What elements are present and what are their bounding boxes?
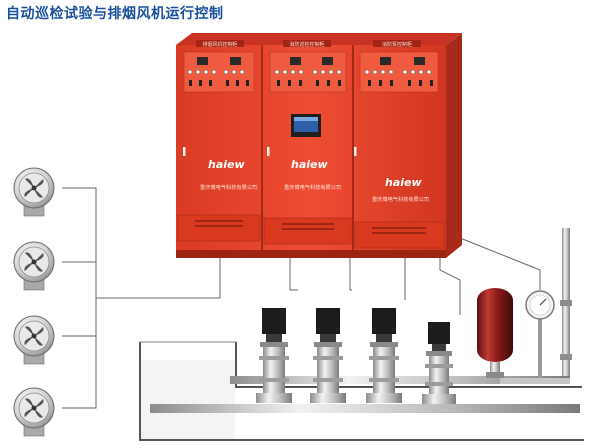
pressure-gauge-icon bbox=[525, 290, 555, 378]
cabinet-side bbox=[446, 33, 462, 258]
riser-pipe bbox=[560, 228, 572, 380]
cabinet-left-company: 重庆博电气科技有限公司 bbox=[200, 183, 257, 191]
fan-connection-lines bbox=[62, 187, 541, 409]
panel-meters bbox=[197, 57, 425, 65]
brand-logos: haiew haiew haiew 重庆博电气科技有限公司 重庆博电气科技有限公… bbox=[200, 158, 429, 203]
panel-indicators bbox=[187, 69, 433, 86]
cabinet-right-brand: haiew bbox=[385, 176, 422, 189]
cabinet-left-brand: haiew bbox=[208, 158, 245, 171]
vertical-pump-icon bbox=[422, 322, 456, 404]
main-pipes bbox=[150, 376, 580, 413]
cabinet-right-label: 消防泵控制柜 bbox=[382, 41, 412, 48]
pressure-tank-icon bbox=[477, 288, 513, 378]
exhaust-fan-icon bbox=[13, 241, 55, 291]
vertical-pump-icon bbox=[366, 308, 402, 403]
water-tank-outline bbox=[139, 341, 584, 441]
cabinet-base-panels bbox=[176, 214, 446, 258]
exhaust-fans bbox=[13, 167, 55, 437]
touch-screen bbox=[291, 114, 321, 137]
vertical-pump-icon bbox=[310, 308, 346, 403]
cabinet-right-company: 重庆博电气科技有限公司 bbox=[372, 195, 429, 203]
control-cabinets: 排烟风机控制柜 消防巡检控制柜 消防泵控制柜 bbox=[176, 33, 462, 258]
exhaust-fan-icon bbox=[13, 387, 55, 437]
pump-units bbox=[256, 308, 456, 404]
cabinet-middle-label: 消防巡检控制柜 bbox=[289, 41, 324, 48]
exhaust-fan-icon bbox=[13, 315, 55, 365]
vertical-pump-icon bbox=[256, 308, 292, 403]
instrument-panels bbox=[183, 51, 439, 93]
water-body bbox=[141, 360, 235, 439]
door-handles bbox=[183, 147, 357, 156]
page-title: 自动巡检试验与排烟风机运行控制 bbox=[6, 6, 224, 22]
exhaust-fan-icon bbox=[13, 167, 55, 217]
cabinet-label-strips bbox=[196, 40, 421, 47]
cabinet-left-label: 排烟风机控制柜 bbox=[202, 41, 237, 48]
cabinet-middle-brand: haiew bbox=[291, 158, 328, 171]
cabinet-middle-company: 重庆博电气科技有限公司 bbox=[284, 183, 341, 191]
